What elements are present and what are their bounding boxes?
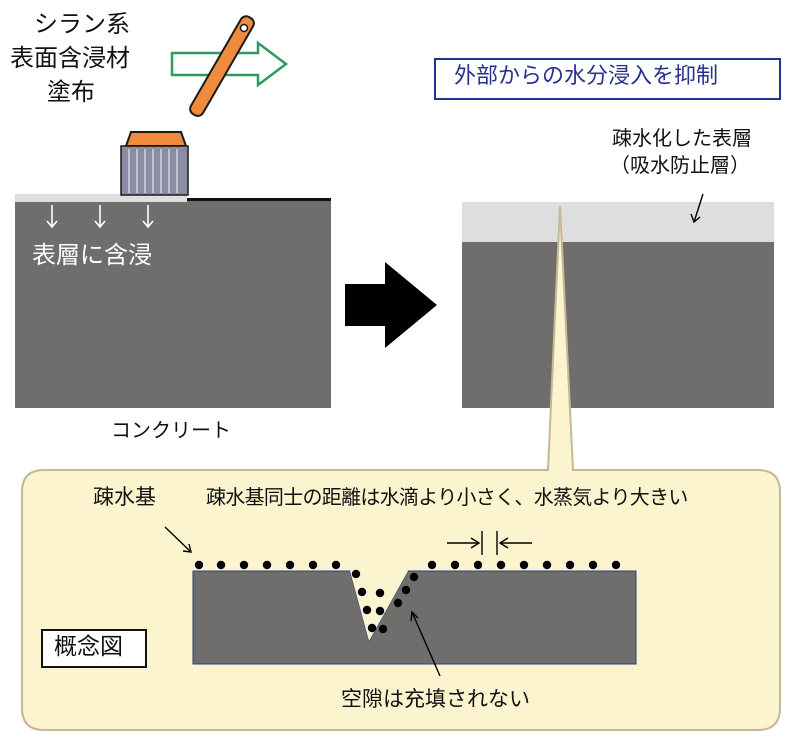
surface-strip-before	[15, 194, 187, 202]
penetration-arrows	[46, 205, 154, 229]
hydrophobic-dots	[194, 560, 621, 634]
leader-arrow-pores	[410, 610, 441, 677]
concept-tag-box	[41, 629, 147, 668]
result-banner-box	[434, 58, 781, 100]
penetration-label: 表層に含浸	[32, 241, 152, 269]
applicator-label-line3: 塗布	[47, 78, 95, 106]
surface-layer-label-line2: （吸水防止層）	[610, 153, 750, 177]
applicator-label-line2: 表面含浸材	[10, 44, 130, 72]
hydrophobic-group-label: 疎水基	[93, 485, 156, 509]
leader-arrow-surface-layer	[690, 193, 704, 224]
paint-brush-icon	[120, 15, 255, 196]
result-banner-text: 外部からの水分浸入を抑制	[454, 64, 719, 89]
concrete-label: コンクリート	[111, 418, 231, 442]
surface-edge-line	[187, 198, 331, 201]
applicator-label-line1: シラン系	[34, 10, 130, 38]
concrete-block-before	[15, 200, 331, 408]
right-solid-arrow-icon	[345, 262, 437, 348]
hydrophobic-surface-layer	[462, 202, 774, 242]
spacing-note: 疎水基同士の距離は水滴より小さく、水蒸気より大きい	[206, 485, 688, 509]
concept-tag-label: 概念図	[54, 634, 123, 660]
spacing-indicator	[447, 531, 532, 555]
leader-arrow-hydrophobic-group	[164, 526, 192, 553]
pores-note: 空隙は充填されない	[341, 687, 530, 711]
surface-layer-label-line1: 疎水化した表層	[612, 126, 752, 150]
pore-cavity	[350, 571, 408, 641]
